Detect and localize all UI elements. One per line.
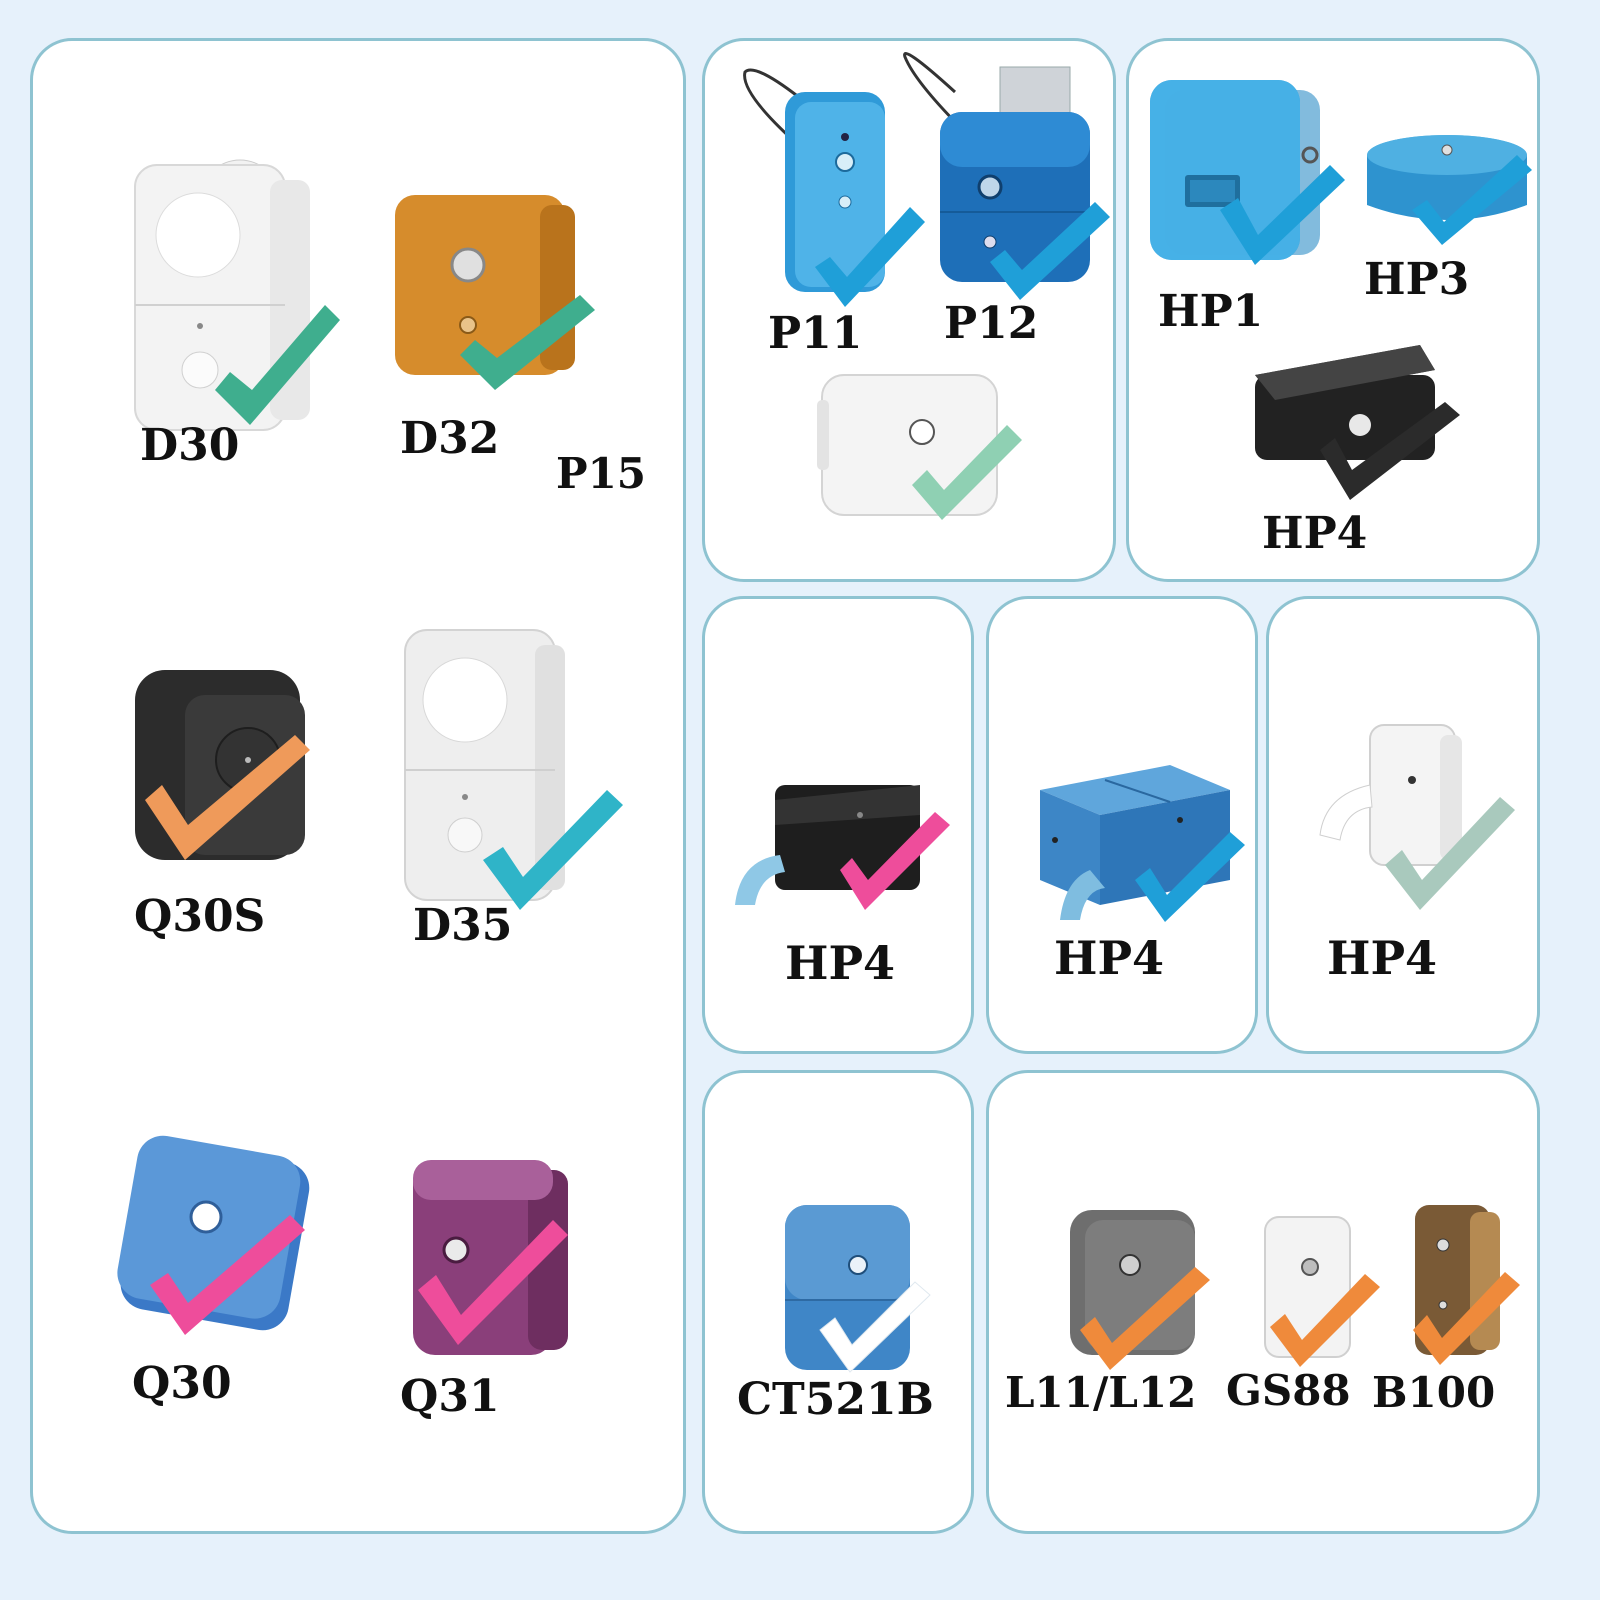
printer-gs88-image — [1264, 1216, 1380, 1367]
printer-p12-image — [903, 52, 1110, 300]
label-hp4-c: HP4 — [1327, 931, 1438, 985]
printer-q30s-image — [135, 670, 310, 860]
printer-hp1-image — [1150, 80, 1345, 265]
label-q30s: Q30S — [134, 891, 266, 942]
printer-d35-image — [404, 629, 623, 910]
printer-d32-image — [395, 195, 595, 390]
check-icon — [418, 1220, 568, 1345]
label-hp1: HP1 — [1158, 286, 1264, 337]
check-icon — [1270, 1274, 1380, 1367]
printer-d30-image — [134, 159, 340, 431]
label-d32: D32 — [400, 413, 500, 464]
printer-hp4-b-image — [1040, 765, 1245, 922]
label-l11-l12: L11/L12 — [1005, 1368, 1197, 1417]
check-icon — [1320, 402, 1460, 500]
label-hp4-top: HP4 — [1262, 508, 1368, 559]
printer-l11-l12-image — [1070, 1210, 1210, 1370]
check-icon — [1080, 1267, 1210, 1370]
label-d30: D30 — [140, 420, 240, 471]
check-icon — [460, 295, 595, 390]
label-q31: Q31 — [400, 1371, 500, 1422]
label-p11: P11 — [768, 308, 863, 359]
printer-p15-image — [817, 374, 1022, 520]
check-icon — [1412, 155, 1532, 245]
printer-hp3-image — [1367, 135, 1532, 245]
check-icon — [840, 812, 950, 910]
check-icon — [990, 202, 1110, 300]
label-q30: Q30 — [132, 1358, 232, 1409]
printer-hp4-a-image — [735, 785, 950, 910]
printer-q30-image — [117, 1135, 310, 1335]
label-d35: D35 — [413, 900, 513, 951]
check-icon — [815, 207, 925, 307]
check-icon — [1385, 797, 1515, 910]
check-icon — [912, 425, 1022, 520]
panel-hp1-hp3-hp4 — [1126, 38, 1540, 582]
check-icon — [819, 1281, 931, 1373]
label-hp3: HP3 — [1364, 254, 1470, 305]
printer-hp4-black-image — [1255, 345, 1460, 500]
label-p12: P12 — [944, 298, 1039, 349]
label-ct521b: CT521B — [737, 1374, 934, 1425]
printer-hp4-c-image — [1319, 724, 1515, 910]
label-hp4-b: HP4 — [1054, 931, 1165, 985]
label-b100: B100 — [1372, 1368, 1496, 1417]
printer-p11-image — [743, 68, 925, 307]
check-icon — [1413, 1272, 1520, 1365]
label-p15: P15 — [556, 449, 647, 498]
check-icon — [1135, 832, 1245, 922]
check-icon — [483, 790, 623, 910]
check-icon — [145, 735, 310, 860]
printer-q31-image — [413, 1160, 568, 1355]
check-icon — [1220, 165, 1345, 265]
printer-ct521b-image — [785, 1205, 931, 1373]
label-hp4-a: HP4 — [785, 936, 896, 990]
check-icon — [215, 305, 340, 425]
printer-b100-image — [1413, 1205, 1520, 1365]
label-gs88: GS88 — [1226, 1366, 1351, 1415]
check-icon — [150, 1215, 305, 1335]
